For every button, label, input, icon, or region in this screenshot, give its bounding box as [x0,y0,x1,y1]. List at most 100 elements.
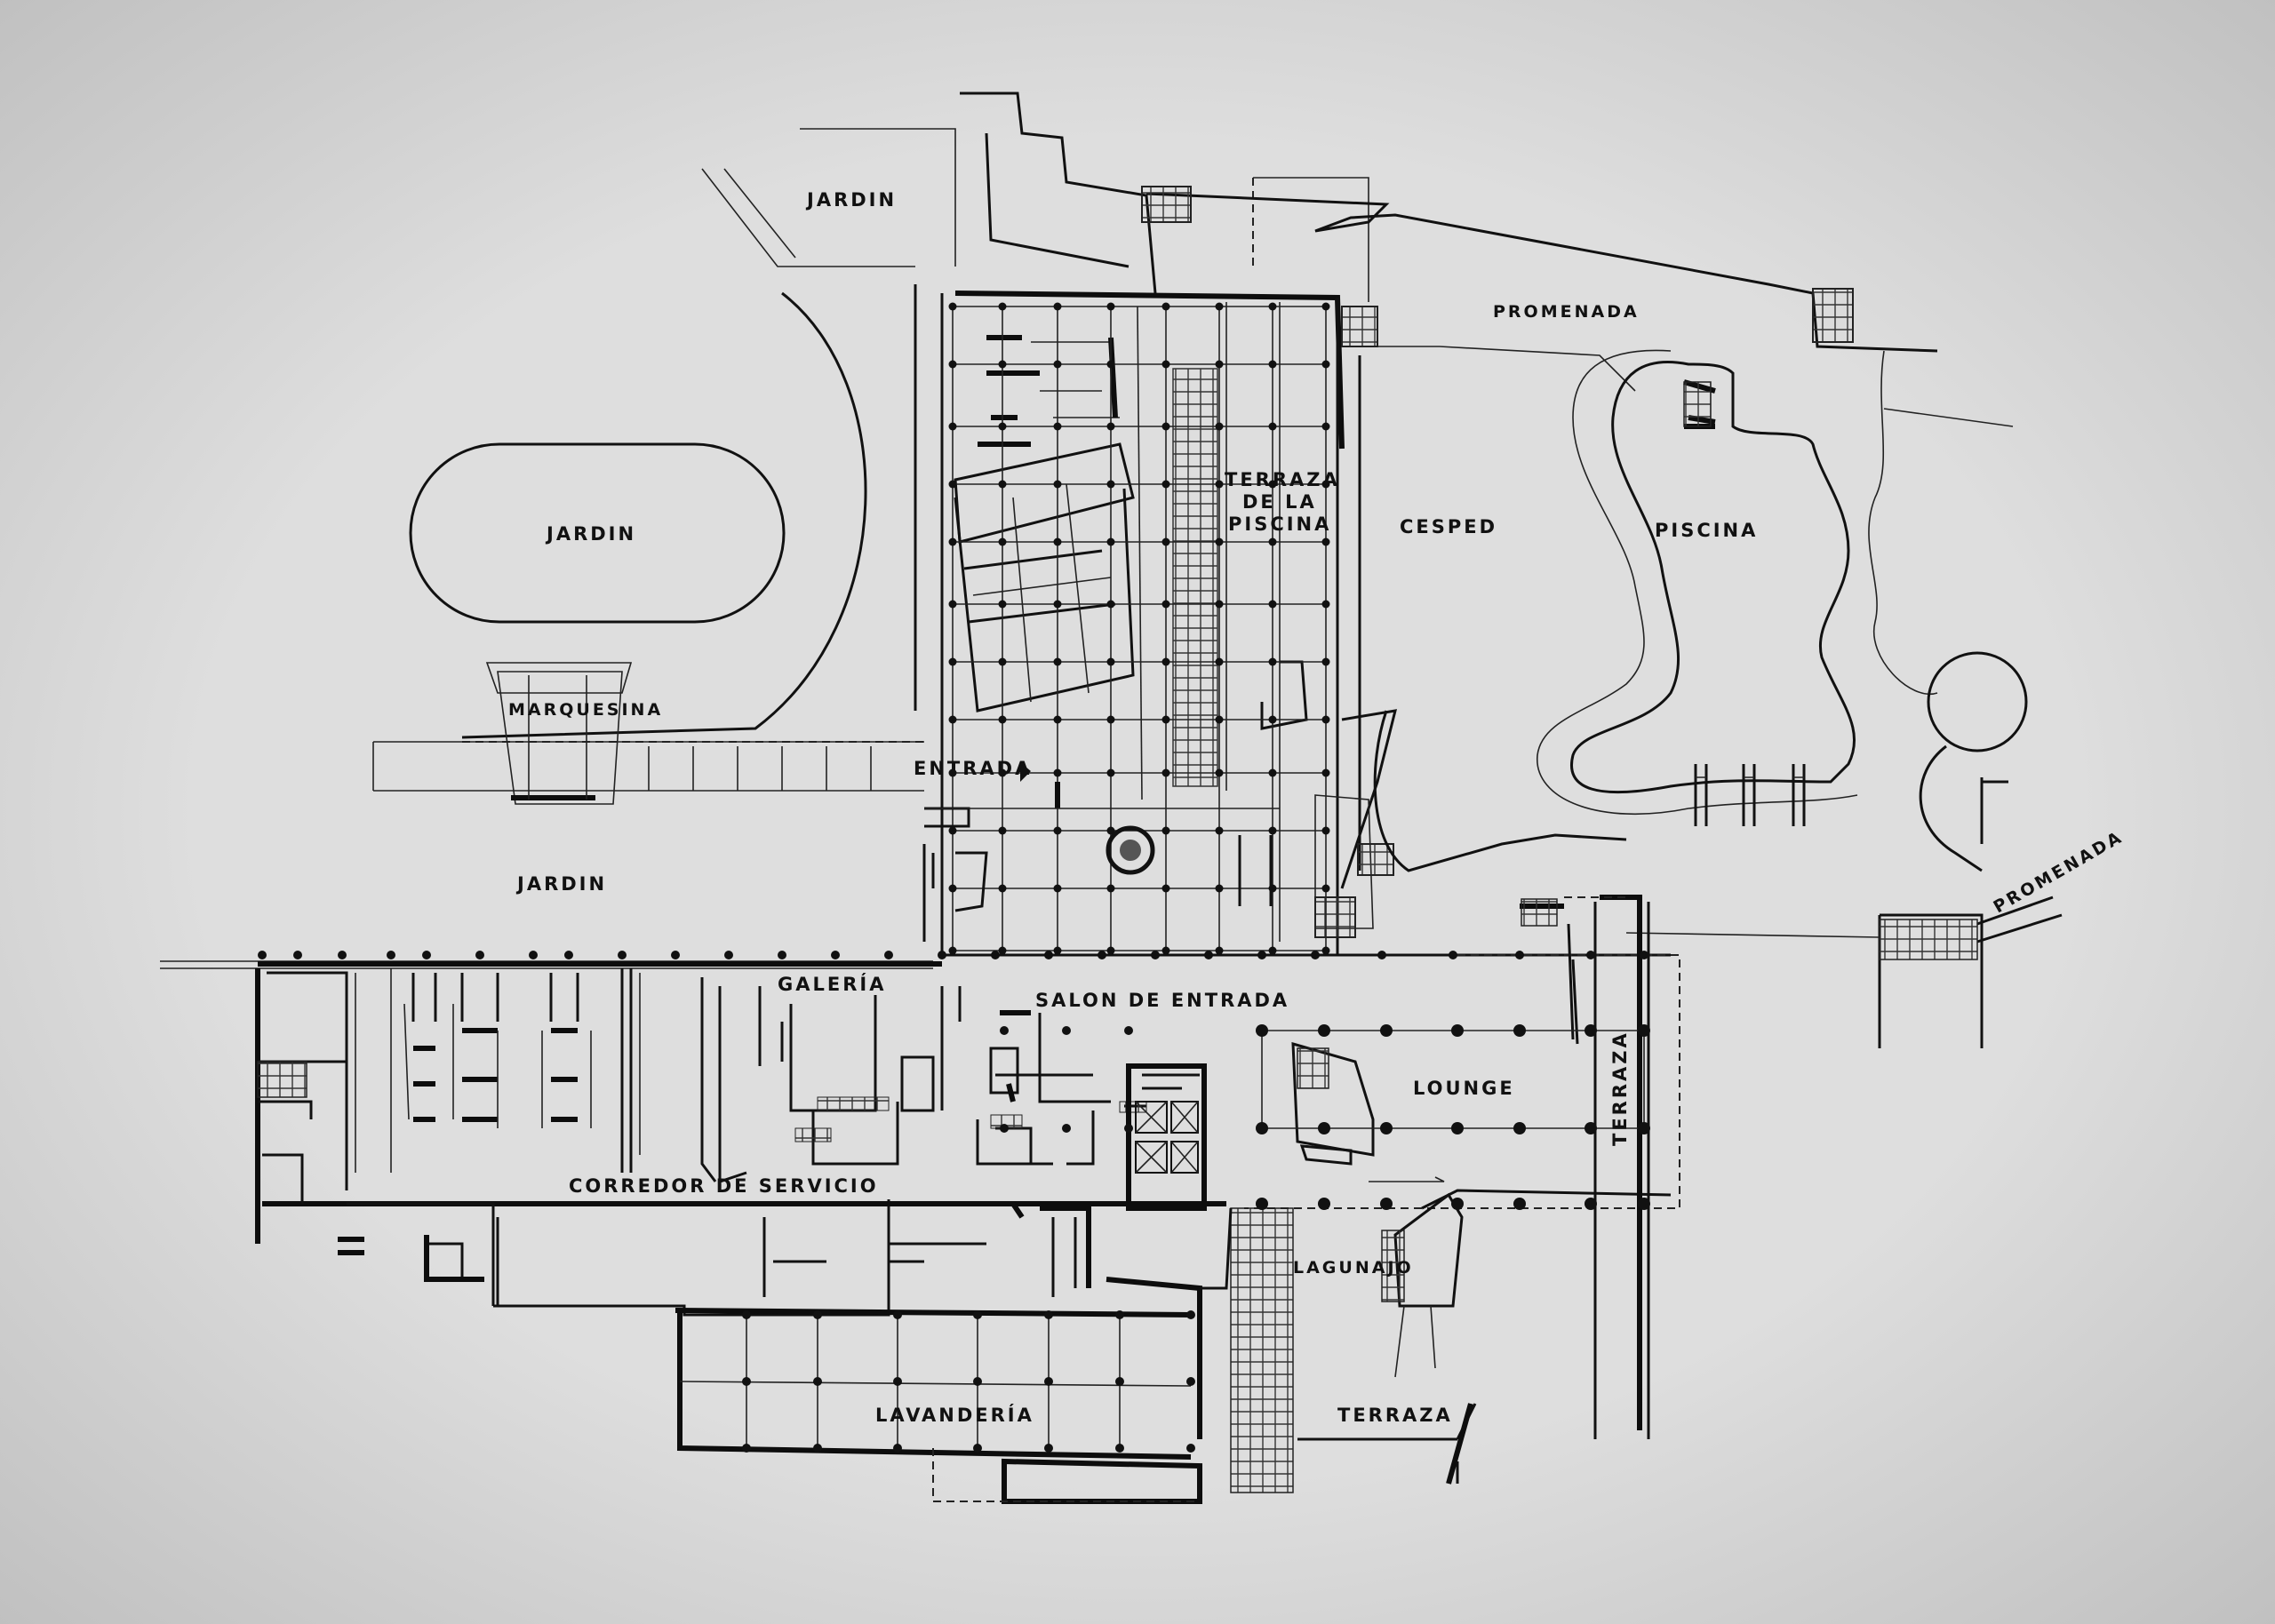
structural-column [1638,1122,1650,1134]
structural-column [1151,951,1160,959]
structural-column [1585,1024,1597,1037]
structural-column [1268,480,1277,489]
structural-column [1321,826,1330,835]
structural-column [1053,657,1062,666]
structural-column [998,657,1007,666]
column-grid-south [258,951,1650,1453]
structural-column [618,951,627,959]
structural-column [1215,657,1224,666]
oval-garden [409,442,786,624]
structural-column [1215,715,1224,724]
column-grid-north [948,302,1330,955]
entrance-hall [922,762,1280,942]
structural-column [1053,946,1062,955]
structural-column [1124,1026,1133,1035]
structural-column [1215,600,1224,609]
structural-column [1106,768,1115,777]
structural-column [1268,537,1277,546]
structural-column [1256,1024,1268,1037]
structural-column [1161,946,1170,955]
structural-column [948,302,957,311]
structural-column [1062,1026,1071,1035]
structural-column [1053,480,1062,489]
label-jardin-oval: JARDIN [545,523,636,545]
structural-column [1186,1444,1195,1453]
structural-column [742,1310,751,1319]
label-marquesina: MARQUESINA [508,700,663,720]
south-building [255,895,1680,1504]
structural-column [1053,422,1062,431]
structural-column [1449,951,1457,959]
structural-column [1115,1444,1124,1453]
structural-column [1161,768,1170,777]
structural-column [1268,715,1277,724]
structural-column [1053,826,1062,835]
label-entrada: ENTRADA [914,758,1032,779]
structural-column [998,480,1007,489]
structural-column [1321,946,1330,955]
structural-column [1380,1024,1393,1037]
structural-column [948,826,957,835]
structural-column [1321,715,1330,724]
structural-column [1640,951,1648,959]
label-terraza-piscina-2: DE LA [1242,491,1317,513]
structural-column [998,360,1007,369]
structural-column [948,884,957,893]
structural-column [387,951,395,959]
structural-column [1215,302,1224,311]
structural-column [813,1444,822,1453]
structural-column [998,946,1007,955]
structural-column [1161,422,1170,431]
structural-column [1451,1122,1464,1134]
structural-column [1215,884,1224,893]
structural-column [1106,422,1115,431]
structural-column [778,951,786,959]
structural-column [973,1444,982,1453]
structural-column [1256,1122,1268,1134]
structural-column [998,884,1007,893]
structural-column [1053,768,1062,777]
structural-column [1321,360,1330,369]
structural-column [1215,826,1224,835]
structural-column [422,951,431,959]
label-galeria: GALERÍA [778,973,886,995]
structural-column [1585,1198,1597,1210]
structural-column [1268,422,1277,431]
structural-column [948,715,957,724]
elevator-block [1126,1063,1207,1211]
structural-column [1268,946,1277,955]
structural-column [1380,1198,1393,1210]
structural-column [948,768,957,777]
structural-column [1106,600,1115,609]
label-terraza-piscina-1: TERRAZA [1225,469,1340,490]
structural-column [948,946,957,955]
structural-column [1451,1024,1464,1037]
structural-column [1638,1024,1650,1037]
structural-column [1585,1122,1597,1134]
structural-column [948,480,957,489]
structural-column [991,951,1000,959]
structural-column [1377,951,1386,959]
structural-column [1062,1124,1071,1133]
structural-column [1044,1310,1053,1319]
structural-column [948,360,957,369]
structural-column [1380,1122,1393,1134]
label-jardin-mid: JARDIN [515,873,607,895]
structural-column [973,1377,982,1386]
structural-column [1311,951,1320,959]
structural-column [1161,884,1170,893]
label-terraza-piscina-3: PISCINA [1228,513,1331,535]
structural-column [1586,951,1595,959]
structural-column [1513,1198,1526,1210]
structural-column [1161,537,1170,546]
structural-column [1044,951,1053,959]
structural-column [529,951,538,959]
label-corredor-servicio: CORREDOR DE SERVICIO [569,1175,879,1197]
structural-column [1044,1444,1053,1453]
structural-column [742,1377,751,1386]
structural-column [1215,537,1224,546]
structural-column [1215,480,1224,489]
structural-column [938,951,946,959]
structural-column [1321,657,1330,666]
structural-column [1106,884,1115,893]
